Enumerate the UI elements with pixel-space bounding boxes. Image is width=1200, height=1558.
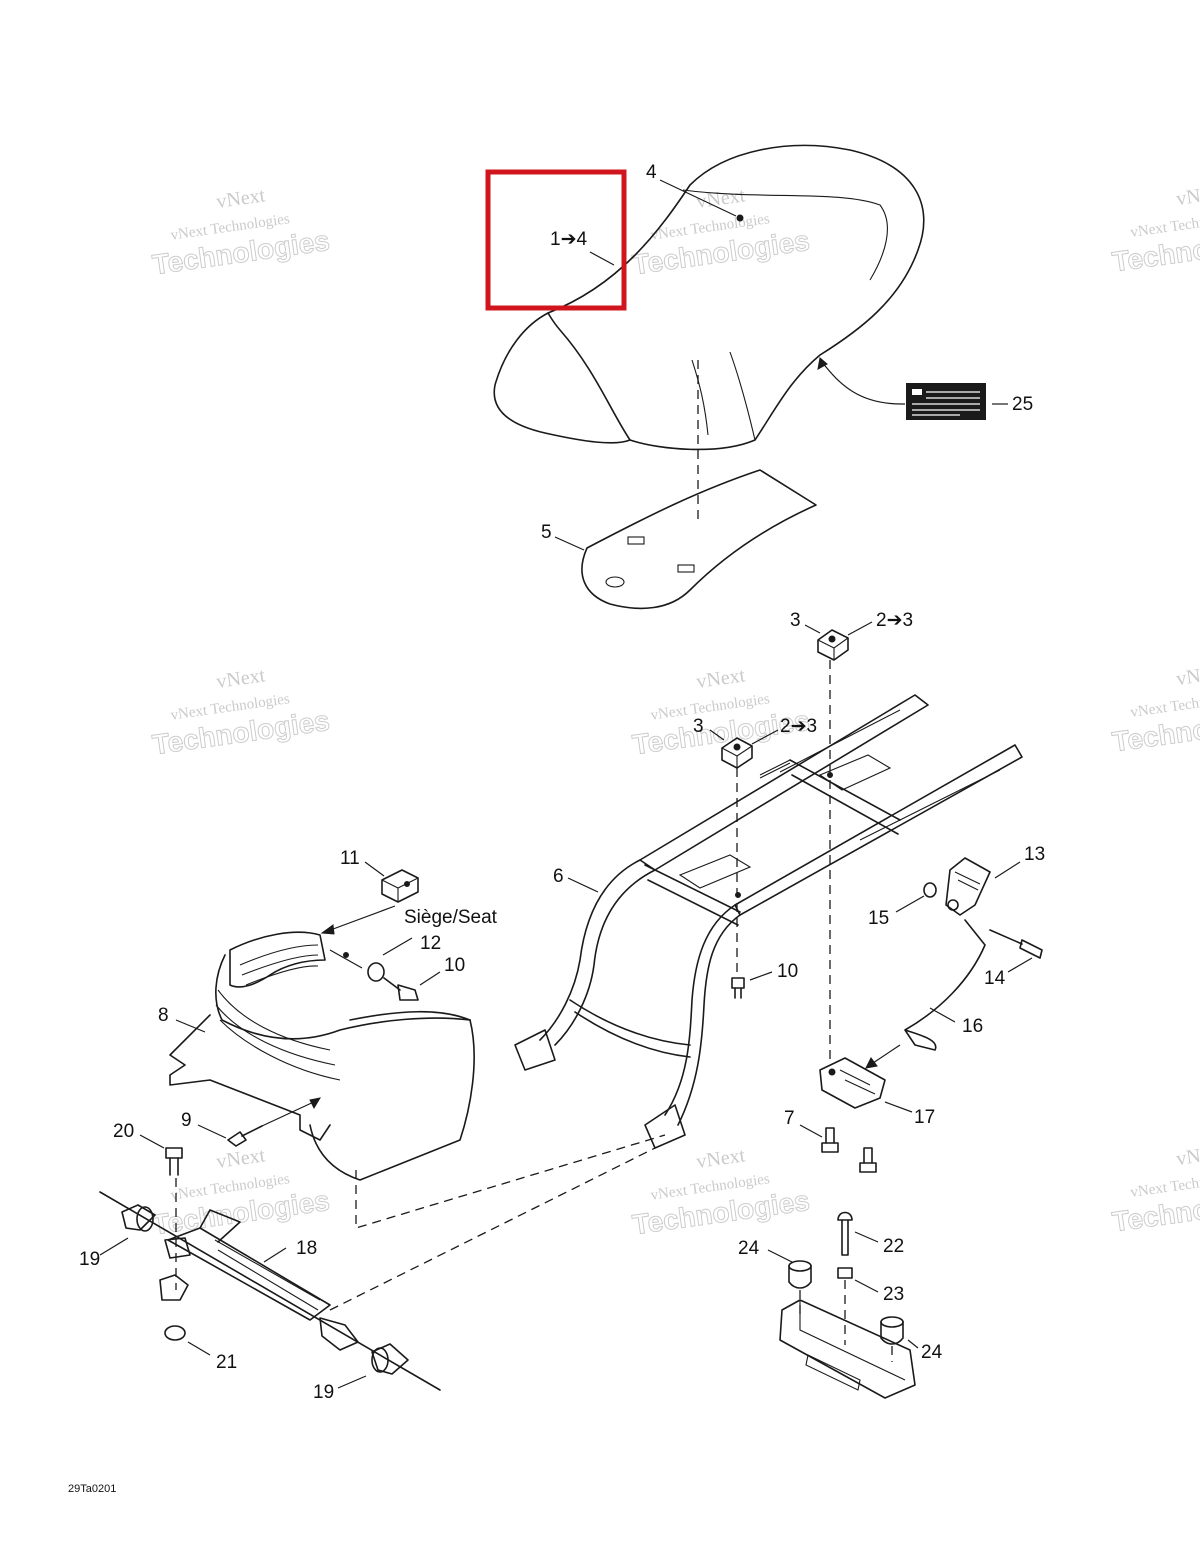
watermark-bottom-center: vNext vNext Technologies Technologies bbox=[630, 1144, 812, 1241]
watermark-mid-left: vNext vNext Technologies Technologies bbox=[150, 664, 332, 761]
screw-9[interactable] bbox=[227, 1125, 263, 1147]
callout-11: 11 bbox=[340, 848, 360, 869]
callout-8: 8 bbox=[158, 1005, 169, 1026]
seat-pad[interactable] bbox=[581, 469, 817, 610]
seat-base-8[interactable] bbox=[169, 931, 475, 1181]
svg-text:vNext: vNext bbox=[215, 1144, 267, 1173]
callout-14: 14 bbox=[984, 968, 1006, 989]
bumper-11[interactable] bbox=[381, 869, 419, 903]
bracket-under[interactable] bbox=[159, 1274, 189, 1301]
callout-15: 15 bbox=[868, 908, 889, 929]
lock-plate-17[interactable] bbox=[819, 1057, 886, 1109]
svg-text:vNext: vNext bbox=[695, 1144, 747, 1173]
watermark-top-left: vNext vNext Technologies Technologies bbox=[150, 184, 332, 281]
watermark-top-center: vNext vNext Technologies Technologies bbox=[630, 184, 812, 281]
watermark-top-right: vNext vNext Technologies Technologies bbox=[1110, 181, 1200, 278]
seat-label: Siège/Seat bbox=[404, 907, 498, 928]
hinge-18[interactable] bbox=[99, 1191, 441, 1391]
screw-7[interactable] bbox=[821, 1127, 877, 1173]
callout-16: 16 bbox=[962, 1016, 983, 1037]
callout-21: 21 bbox=[216, 1352, 237, 1373]
washer-15[interactable] bbox=[923, 882, 937, 898]
callout-10-base: 10 bbox=[444, 955, 465, 976]
callout-13: 13 bbox=[1024, 844, 1045, 865]
screw-10-base[interactable] bbox=[383, 977, 419, 1001]
watermark-mid-right: vNext vNext Technologies Technologies bbox=[1110, 661, 1200, 758]
bushing-19-right[interactable] bbox=[371, 1343, 409, 1375]
callout-12: 12 bbox=[420, 933, 441, 954]
bushing-19-left[interactable] bbox=[121, 1204, 156, 1232]
rod-16[interactable] bbox=[904, 919, 986, 1051]
svg-text:vNext: vNext bbox=[1175, 661, 1200, 690]
svg-text:vNext: vNext bbox=[215, 184, 267, 213]
svg-text:vNext: vNext bbox=[215, 664, 267, 693]
screw-10-frame[interactable] bbox=[731, 977, 745, 999]
highlight-box bbox=[485, 169, 627, 311]
washer-12[interactable] bbox=[367, 962, 385, 982]
latch-13[interactable] bbox=[945, 857, 991, 916]
callout-7: 7 bbox=[784, 1108, 795, 1129]
callout-19-left: 19 bbox=[79, 1249, 100, 1270]
callout-23: 23 bbox=[883, 1284, 904, 1305]
bumper-3-lower[interactable] bbox=[721, 737, 753, 769]
callout-17: 17 bbox=[914, 1107, 935, 1128]
callout-19-right: 19 bbox=[313, 1382, 334, 1403]
callout-1-4: 1➔4 bbox=[550, 229, 587, 250]
svg-text:vNext: vNext bbox=[695, 664, 747, 693]
callout-20: 20 bbox=[113, 1121, 134, 1142]
watermark-bottom-right: vNext vNext Technologies Technologies bbox=[1110, 1141, 1200, 1238]
nut-23[interactable] bbox=[837, 1267, 853, 1279]
svg-text:vNext: vNext bbox=[1175, 1141, 1200, 1170]
callout-18: 18 bbox=[296, 1238, 317, 1259]
nut-21[interactable] bbox=[164, 1325, 186, 1341]
screw-20[interactable] bbox=[165, 1147, 183, 1176]
bumper-24-left[interactable] bbox=[788, 1260, 812, 1289]
callout-25: 25 bbox=[1012, 394, 1033, 415]
callout-3-top: 3 bbox=[790, 610, 801, 631]
reference-code: 29Ta0201 bbox=[68, 1483, 116, 1495]
bumper-3-upper[interactable] bbox=[817, 629, 849, 661]
callout-9: 9 bbox=[181, 1110, 192, 1131]
callout-22: 22 bbox=[883, 1236, 904, 1257]
bumper-24-right[interactable] bbox=[880, 1316, 904, 1345]
callout-4: 4 bbox=[646, 162, 657, 183]
seat-cushion[interactable] bbox=[493, 144, 925, 451]
rear-bracket[interactable] bbox=[779, 1299, 916, 1399]
pin-14[interactable] bbox=[989, 929, 1043, 959]
callout-10-frame: 10 bbox=[777, 961, 798, 982]
callout-6: 6 bbox=[553, 866, 564, 887]
callout-5: 5 bbox=[541, 522, 552, 543]
callout-2-3-mid: 2➔3 bbox=[780, 716, 817, 737]
callout-24-left: 24 bbox=[738, 1238, 760, 1259]
callout-3-mid: 3 bbox=[693, 716, 704, 737]
watermark-mid-center: vNext vNext Technologies Technologies bbox=[630, 664, 812, 761]
seat-frame[interactable] bbox=[514, 694, 1023, 1149]
svg-text:vNext: vNext bbox=[1175, 181, 1200, 210]
warning-label-25[interactable] bbox=[906, 383, 986, 420]
callout-24-right: 24 bbox=[921, 1342, 943, 1363]
bolt-22[interactable] bbox=[837, 1211, 853, 1256]
callout-2-3-top: 2➔3 bbox=[876, 610, 913, 631]
